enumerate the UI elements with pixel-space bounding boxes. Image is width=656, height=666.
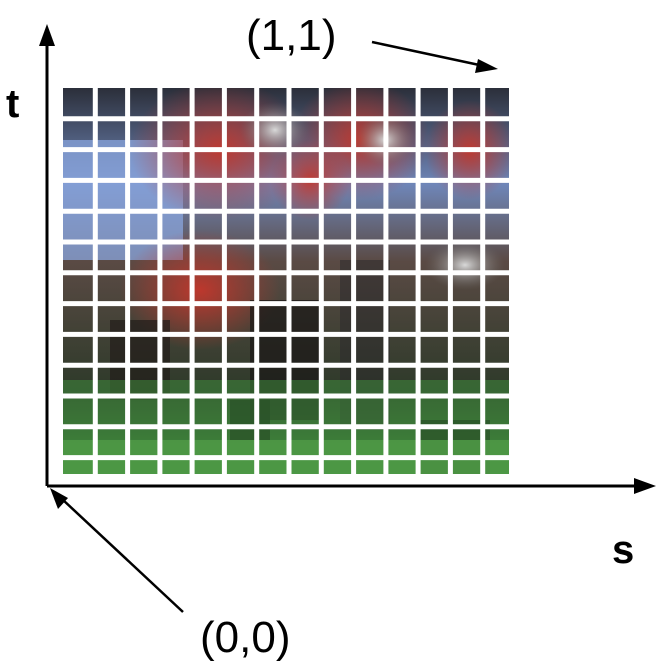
s-axis-arrowhead	[634, 478, 656, 494]
arrow-to-origin	[50, 488, 184, 613]
corner-label-top-right: (1,1)	[246, 11, 337, 60]
tile-grid	[61, 86, 511, 476]
t-axis-label: t	[6, 82, 20, 126]
t-axis-arrowhead	[39, 24, 55, 46]
t-axis	[39, 24, 55, 486]
s-axis-label: s	[612, 528, 635, 572]
corner-label-origin: (0,0)	[200, 613, 291, 662]
s-axis	[47, 478, 656, 494]
arrow-to-top-right-corner	[371, 40, 498, 73]
